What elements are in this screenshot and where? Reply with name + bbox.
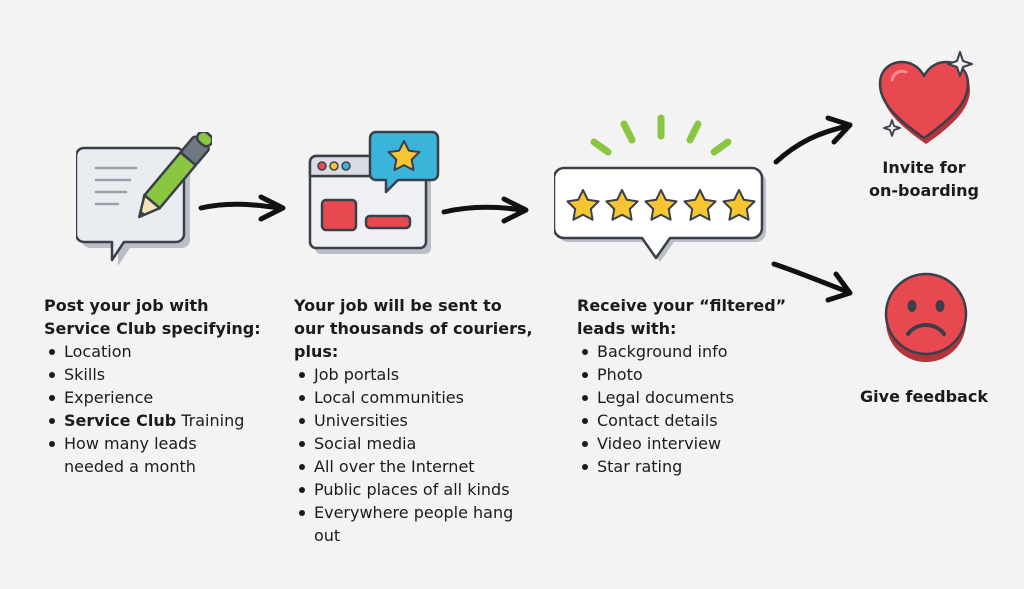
list-item: Service Club Training [49,409,274,432]
arrow-right-icon [440,194,532,226]
list-item: Photo [582,363,807,386]
step-3-heading: Receive your “filtered” leads with: [577,296,787,338]
list-item: Experience [49,386,274,409]
list-item: Background info [582,340,807,363]
arrow-up-right-icon [770,114,858,170]
step-1-text: Post your job with Service Club specifyi… [44,294,274,478]
step-2-list: Job portals Local communities Universiti… [294,363,544,547]
list-item: Local communities [299,386,544,409]
list-item: Contact details [582,409,807,432]
step-2-text: Your job will be sent to our thousands o… [294,294,544,547]
list-item: Video interview [582,432,807,455]
list-item: Universities [299,409,544,432]
arrow-down-right-icon [768,256,858,306]
five-star-rating-icon [554,112,768,274]
list-item: How many leads needed a month [49,432,234,478]
list-item: Location [49,340,274,363]
list-item: Legal documents [582,386,807,409]
sad-face-icon [878,270,974,370]
arrow-right-icon [197,192,289,224]
list-item: Job portals [299,363,544,386]
browser-star-icon [306,128,442,258]
step-1-heading: Post your job with Service Club specifyi… [44,296,261,338]
outcome-negative-label: Give feedback [860,387,988,406]
list-item: Skills [49,363,274,386]
document-pen-icon [76,132,212,270]
step-1-list: Location Skills Experience Service Club … [44,340,274,478]
list-item: Social media [299,432,544,455]
step-3-text: Receive your “filtered” leads with: Back… [577,294,807,478]
list-item: Star rating [582,455,807,478]
step-3-list: Background info Photo Legal documents Co… [577,340,807,478]
step-2-heading: Your job will be sent to our thousands o… [294,296,533,361]
heart-icon [872,50,982,150]
list-item: Public places of all kinds [299,478,544,501]
list-item: Everywhere people hang out [299,501,534,547]
outcome-positive-label: Invite for on-boarding [869,158,979,200]
list-item: All over the Internet [299,455,544,478]
